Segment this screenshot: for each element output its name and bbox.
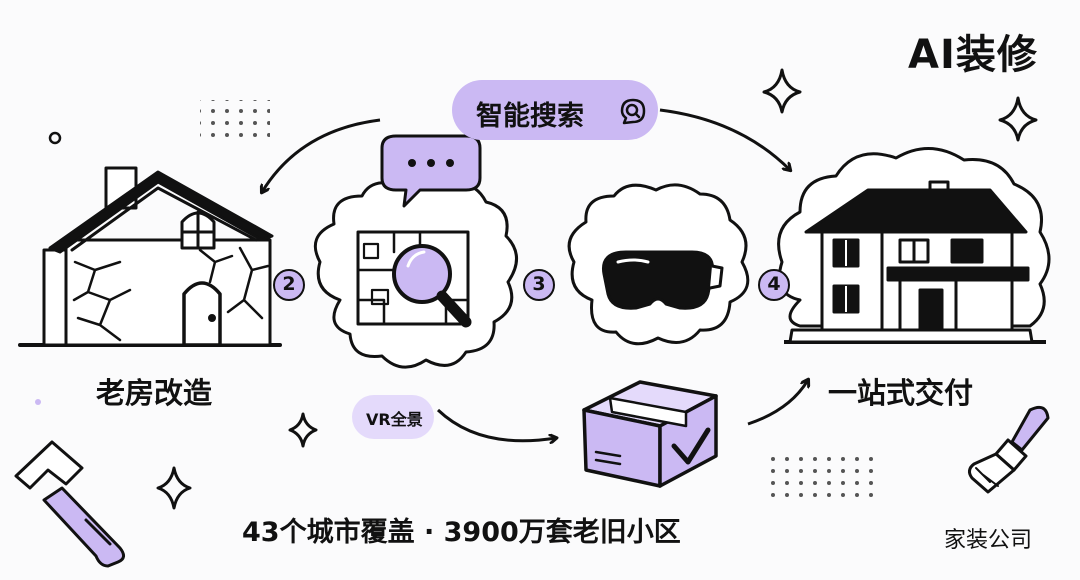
one-stop-delivery-label: 一站式交付 xyxy=(828,376,974,410)
step-3-badge: 3 xyxy=(523,269,555,301)
dot-decoration xyxy=(35,399,41,405)
step-2-badge: 2 xyxy=(273,269,305,301)
sparkle-icon xyxy=(762,68,802,114)
coverage-tagline: 43个城市覆盖 · 3900万套老旧小区 xyxy=(242,517,681,548)
delivery-box-icon xyxy=(582,380,718,488)
old-house-renovation-label: 老房改造 xyxy=(96,376,213,410)
vr-panorama-bubble: VR全景 xyxy=(352,395,434,439)
sparkle-icon xyxy=(288,412,318,448)
circle-decoration xyxy=(48,131,62,145)
vr-panorama-label: VR全景 xyxy=(366,410,423,429)
company-label: 家装公司 xyxy=(944,528,1033,553)
sparkle-icon xyxy=(998,96,1038,142)
arrow-to-box xyxy=(436,408,556,441)
dot-grid-decoration xyxy=(200,100,270,140)
hammer-icon xyxy=(14,440,125,568)
arrow-to-delivery xyxy=(747,380,808,426)
arrow-to-new-house xyxy=(659,108,790,170)
smart-search-label: 智能搜索 xyxy=(476,101,584,132)
chat-search-icon xyxy=(620,98,646,125)
floorplan-magnifier-icon xyxy=(356,230,472,328)
dot-grid-decoration xyxy=(770,450,880,498)
step-4-badge: 4 xyxy=(758,269,790,301)
vr-headset-icon xyxy=(601,250,724,310)
paint-brush-icon xyxy=(967,405,1050,494)
arrow-to-old-house xyxy=(262,118,381,192)
old-house-icon xyxy=(18,166,282,347)
sparkle-icon xyxy=(156,466,192,510)
speech-bubble-icon xyxy=(380,134,482,208)
smart-search-pill[interactable]: 智能搜索 xyxy=(452,80,658,140)
brand-title: AI装修 xyxy=(908,32,1038,78)
new-house-icon xyxy=(784,180,1046,344)
